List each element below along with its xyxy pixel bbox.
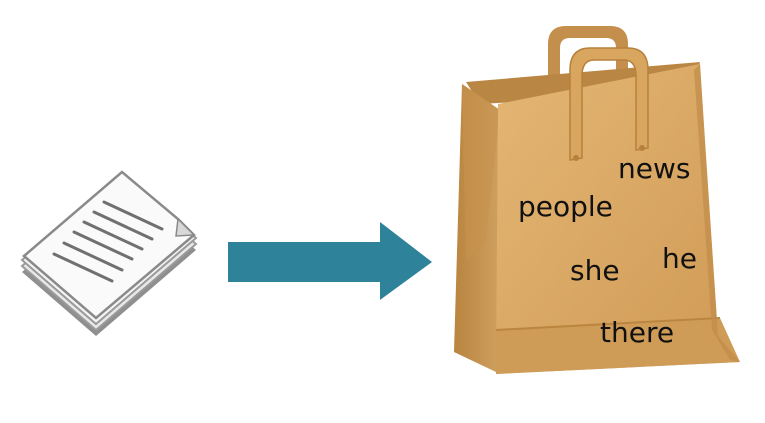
- word-she: she: [570, 254, 620, 287]
- right-arrow-icon: [228, 222, 432, 300]
- word-people: people: [518, 190, 613, 223]
- word-there: there: [600, 316, 674, 349]
- word-news: news: [618, 152, 690, 185]
- bag-words: news people he she there: [518, 152, 697, 349]
- word-he: he: [662, 242, 697, 275]
- document-icon: [20, 170, 198, 336]
- paper-bag-icon: [454, 26, 740, 374]
